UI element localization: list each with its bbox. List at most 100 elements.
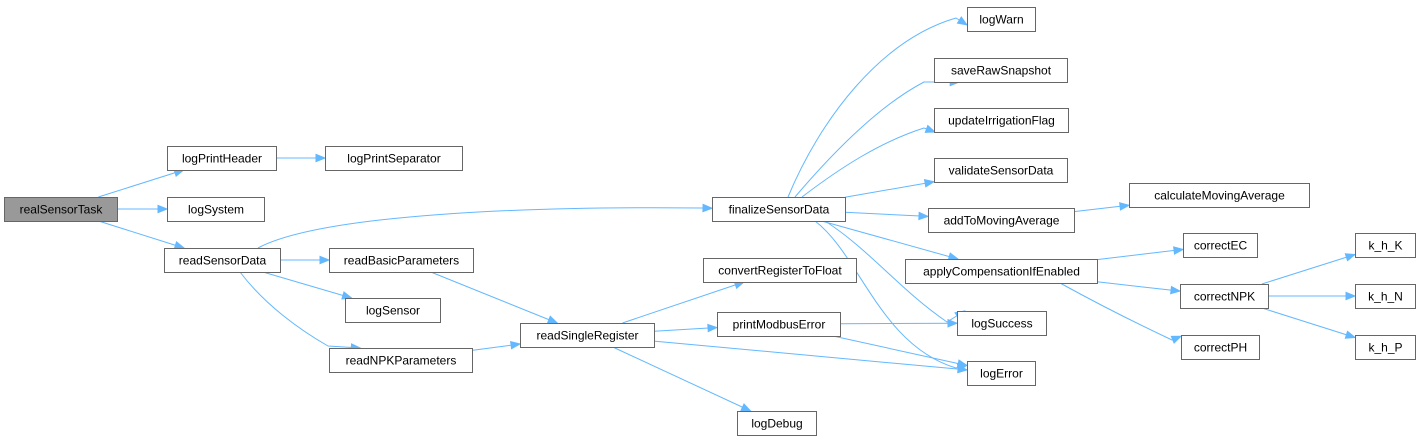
edge-printModbusError-to-logSuccess — [839, 322, 958, 325]
node-realSensorTask-box — [4, 197, 118, 222]
node-readNPKParameters[interactable]: readNPKParameters — [329, 348, 473, 373]
node-k_h_N[interactable]: k_h_N — [1355, 284, 1416, 309]
arrowhead-realSensorTask-to-readSensorData — [173, 241, 186, 250]
node-k_h_N-box — [1355, 284, 1416, 309]
edge-correctNPK-to-k_h_K — [1261, 254, 1356, 285]
node-logPrintHeader[interactable]: logPrintHeader — [167, 146, 277, 171]
node-readBasicParameters[interactable]: readBasicParameters — [329, 248, 474, 273]
node-readNPKParameters-box — [329, 348, 473, 373]
node-logSuccess[interactable]: logSuccess — [957, 311, 1047, 336]
edge-printModbusError-to-logError — [832, 335, 968, 366]
node-logWarn[interactable]: logWarn — [967, 7, 1036, 32]
edge-finalizeSensorData-to-logError — [814, 220, 968, 369]
arrowhead-addToMovingAverage-to-calculateMovingAverage — [1119, 202, 1131, 211]
node-logPrintSeparator[interactable]: logPrintSeparator — [325, 146, 463, 171]
edge-finalizeSensorData-to-saveRawSnapshot — [794, 81, 960, 198]
node-printModbusError-label: printModbusError — [733, 318, 826, 332]
node-correctNPK[interactable]: correctNPK — [1180, 284, 1269, 309]
node-logPrintHeader-box — [167, 146, 277, 171]
edge-applyCompensationIfEnabled-to-correctPH — [1059, 282, 1182, 341]
node-realSensorTask[interactable]: realSensorTask — [4, 197, 118, 222]
arrowhead-printModbusError-to-logSuccess — [947, 318, 959, 328]
node-validateSensorData-box — [934, 158, 1068, 183]
node-validateSensorData[interactable]: validateSensorData — [934, 158, 1068, 183]
node-k_h_P-label: k_h_P — [1368, 341, 1402, 355]
node-logSuccess-box — [957, 311, 1047, 336]
node-saveRawSnapshot[interactable]: saveRawSnapshot — [934, 58, 1068, 83]
node-validateSensorData-label: validateSensorData — [949, 164, 1054, 178]
node-finalizeSensorData[interactable]: finalizeSensorData — [712, 197, 846, 222]
edge-realSensorTask-to-readSensorData — [98, 220, 185, 249]
edge-correctNPK-to-k_h_P — [1261, 307, 1356, 338]
node-convertRegisterToFloat[interactable]: convertRegisterToFloat — [703, 258, 857, 283]
node-readSingleRegister-label: readSingleRegister — [536, 329, 638, 343]
node-realSensorTask-label: realSensorTask — [20, 203, 104, 217]
edge-readSingleRegister-to-logDebug — [612, 346, 751, 412]
node-logSensor[interactable]: logSensor — [345, 298, 441, 323]
node-readSensorData[interactable]: readSensorData — [164, 248, 281, 273]
node-addToMovingAverage[interactable]: addToMovingAverage — [928, 208, 1075, 233]
node-k_h_P[interactable]: k_h_P — [1355, 335, 1416, 360]
node-correctNPK-label: correctNPK — [1194, 290, 1255, 304]
arrowhead-applyCompensationIfEnabled-to-correctEC — [1173, 246, 1185, 255]
node-updateIrrigationFlag-box — [934, 108, 1069, 133]
arrowhead-correctNPK-to-k_h_N — [1345, 291, 1357, 301]
node-finalizeSensorData-label: finalizeSensorData — [729, 203, 830, 217]
node-printModbusError[interactable]: printModbusError — [717, 312, 841, 337]
node-correctNPK-box — [1180, 284, 1269, 309]
node-logPrintSeparator-box — [325, 146, 463, 171]
call-graph-edges — [98, 16, 1357, 412]
node-saveRawSnapshot-box — [934, 58, 1068, 83]
edge-readSensorData-to-readNPKParameters — [239, 271, 361, 349]
node-correctEC[interactable]: correctEC — [1183, 233, 1258, 258]
edge-finalizeSensorData-to-applyCompensationIfEnabled — [821, 220, 959, 260]
node-saveRawSnapshot-label: saveRawSnapshot — [951, 64, 1052, 78]
node-logSensor-box — [345, 298, 441, 323]
arrowhead-finalizeSensorData-to-logWarn — [956, 16, 969, 26]
node-logDebug[interactable]: logDebug — [737, 411, 817, 436]
node-applyCompensationIfEnabled[interactable]: applyCompensationIfEnabled — [905, 259, 1098, 284]
node-correctEC-label: correctEC — [1194, 239, 1248, 253]
edge-finalizeSensorData-to-logWarn — [787, 17, 968, 198]
node-finalizeSensorData-box — [712, 197, 846, 222]
node-readBasicParameters-label: readBasicParameters — [344, 254, 459, 268]
edge-readSingleRegister-to-printModbusError — [653, 327, 718, 332]
node-readBasicParameters-box — [329, 248, 474, 273]
node-updateIrrigationFlag[interactable]: updateIrrigationFlag — [934, 108, 1069, 133]
arrowhead-readBasicParameters-to-readSingleRegister — [546, 315, 559, 324]
edge-applyCompensationIfEnabled-to-correctEC — [1096, 248, 1184, 261]
arrowhead-finalizeSensorData-to-addToMovingAverage — [918, 211, 930, 221]
edge-readSensorData-to-logSensor — [262, 271, 352, 299]
node-k_h_K-box — [1355, 233, 1416, 258]
node-logPrintHeader-label: logPrintHeader — [182, 152, 262, 166]
node-correctEC-box — [1183, 233, 1258, 258]
node-applyCompensationIfEnabled-label: applyCompensationIfEnabled — [923, 265, 1080, 279]
arrowhead-correctNPK-to-k_h_K — [1344, 253, 1357, 262]
node-logDebug-label: logDebug — [751, 417, 802, 431]
edge-finalizeSensorData-to-updateIrrigationFlag — [801, 127, 936, 198]
node-logSensor-label: logSensor — [366, 304, 420, 318]
node-k_h_P-box — [1355, 335, 1416, 360]
node-logSystem[interactable]: logSystem — [167, 197, 265, 222]
arrowhead-readSingleRegister-to-printModbusError — [707, 323, 719, 333]
node-updateIrrigationFlag-label: updateIrrigationFlag — [948, 114, 1055, 128]
node-logSuccess-label: logSuccess — [971, 317, 1032, 331]
call-graph-nodes: realSensorTask logPrintHeader logPrintSepa… — [4, 7, 1416, 436]
arrowhead-readSensorData-to-readBasicParameters — [319, 255, 331, 265]
node-printModbusError-box — [717, 312, 841, 337]
node-k_h_K[interactable]: k_h_K — [1355, 233, 1416, 258]
node-logError[interactable]: logError — [967, 361, 1036, 386]
edge-finalizeSensorData-to-logSuccess — [824, 220, 965, 323]
node-k_h_K-label: k_h_K — [1368, 239, 1402, 253]
node-correctPH[interactable]: correctPH — [1181, 335, 1260, 360]
arrowhead-finalizeSensorData-to-logError — [956, 363, 969, 372]
arrowhead-logPrintHeader-to-logPrintSeparator — [315, 153, 327, 163]
edge-readSensorData-to-finalizeSensorData — [257, 207, 713, 249]
node-readSingleRegister[interactable]: readSingleRegister — [520, 323, 655, 348]
node-correctPH-box — [1181, 335, 1260, 360]
node-logDebug-box — [737, 411, 817, 436]
node-calculateMovingAverage-box — [1129, 183, 1310, 208]
node-correctPH-label: correctPH — [1194, 341, 1247, 355]
node-calculateMovingAverage[interactable]: calculateMovingAverage — [1129, 183, 1310, 208]
arrowhead-applyCompensationIfEnabled-to-correctPH — [1170, 335, 1183, 344]
